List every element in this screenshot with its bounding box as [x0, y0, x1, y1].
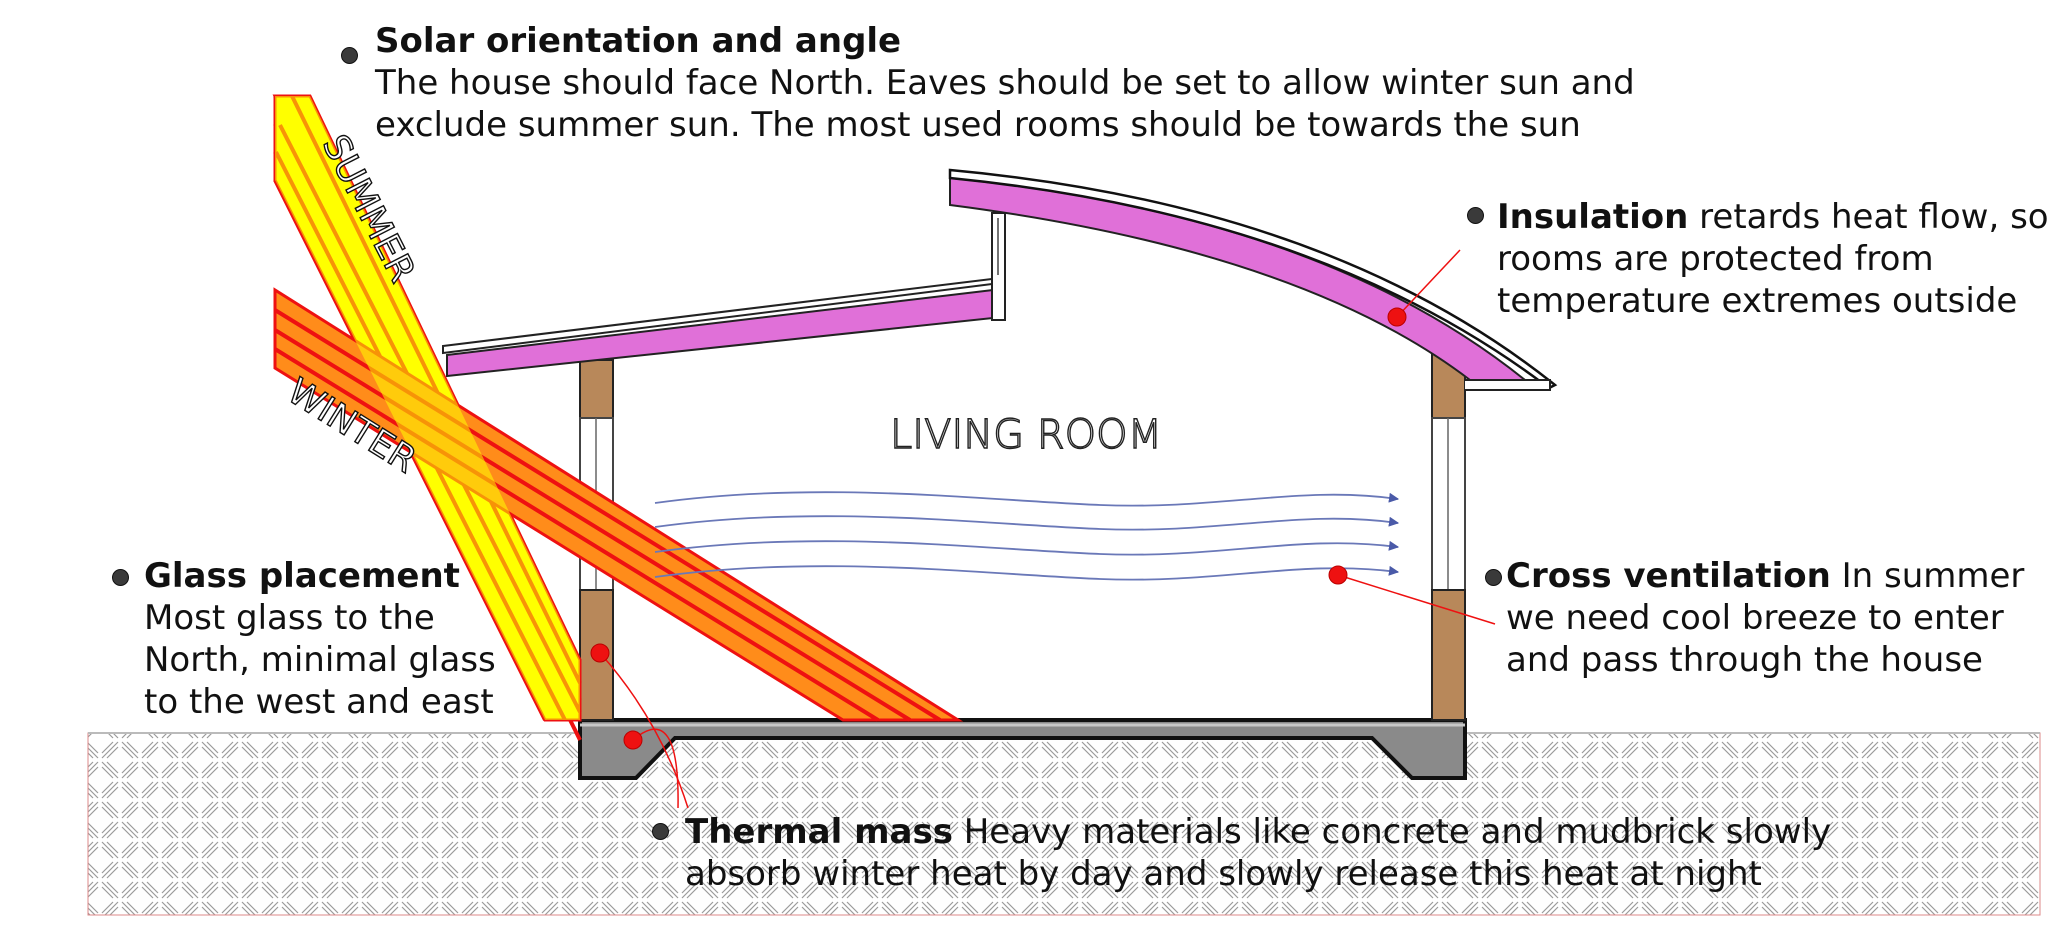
cross-ventilation-breeze [654, 491, 1398, 581]
solar-line2: exclude summer sun. The most used rooms … [375, 105, 1581, 145]
glass-line2: North, minimal glass [144, 640, 496, 680]
ventilation-title: Cross ventilation [1506, 556, 1831, 596]
room-label: LIVING ROOM [890, 412, 1162, 458]
thermal-mass-marker [623, 730, 643, 750]
insulation-line2: rooms are protected from [1497, 239, 1934, 279]
solar-title: Solar orientation and angle [375, 21, 902, 61]
ventilation-bullet [1485, 569, 1502, 586]
glass-note: Glass placement Most glass to the North,… [144, 555, 496, 723]
glass-line3: to the west and east [144, 682, 494, 722]
thermal-line1: Heavy materials like concrete and mudbri… [952, 812, 1832, 852]
ventilation-line2: we need cool breeze to enter [1506, 598, 2004, 638]
solar-bullet [341, 47, 358, 64]
summer-sun-rays-overlap [275, 96, 580, 720]
solar-line1: The house should face North. Eaves shoul… [375, 63, 1635, 103]
ventilation-line1: In summer [1830, 556, 2025, 596]
glass-marker [590, 643, 610, 663]
glass-title: Glass placement [144, 556, 460, 596]
left-wall-top-post [579, 359, 614, 419]
insulation-note: Insulation retards heat flow, so rooms a… [1497, 196, 2049, 322]
insulation-line1: retards heat flow, so [1688, 197, 2049, 237]
low-roof-insulation [446, 288, 994, 378]
ventilation-marker [1328, 565, 1348, 585]
thermal-note: Thermal mass Heavy materials like concre… [685, 811, 1831, 895]
thermal-title: Thermal mass [685, 812, 953, 852]
insulation-bullet [1467, 207, 1484, 224]
thermal-line2: absorb winter heat by day and slowly rel… [685, 854, 1762, 894]
glass-bullet [112, 569, 129, 586]
leader-lines [599, 249, 1496, 809]
right-wall-mudbrick [1431, 589, 1466, 721]
glass-line1: Most glass to the [144, 598, 435, 638]
insulation-title: Insulation [1497, 197, 1689, 237]
right-eave-soffit [1465, 379, 1551, 391]
ventilation-line3: and pass through the house [1506, 640, 1983, 680]
ground-hatch [87, 732, 2041, 916]
solar-note: Solar orientation and angle The house sh… [375, 20, 1635, 146]
ventilation-note: Cross ventilation In summer we need cool… [1506, 555, 2024, 681]
curved-roof-insulation [949, 176, 1528, 381]
insulation-line3: temperature extremes outside [1497, 281, 2018, 321]
thermal-bullet [652, 823, 669, 840]
insulation-marker [1387, 307, 1407, 327]
concrete-slab [578, 718, 1467, 780]
